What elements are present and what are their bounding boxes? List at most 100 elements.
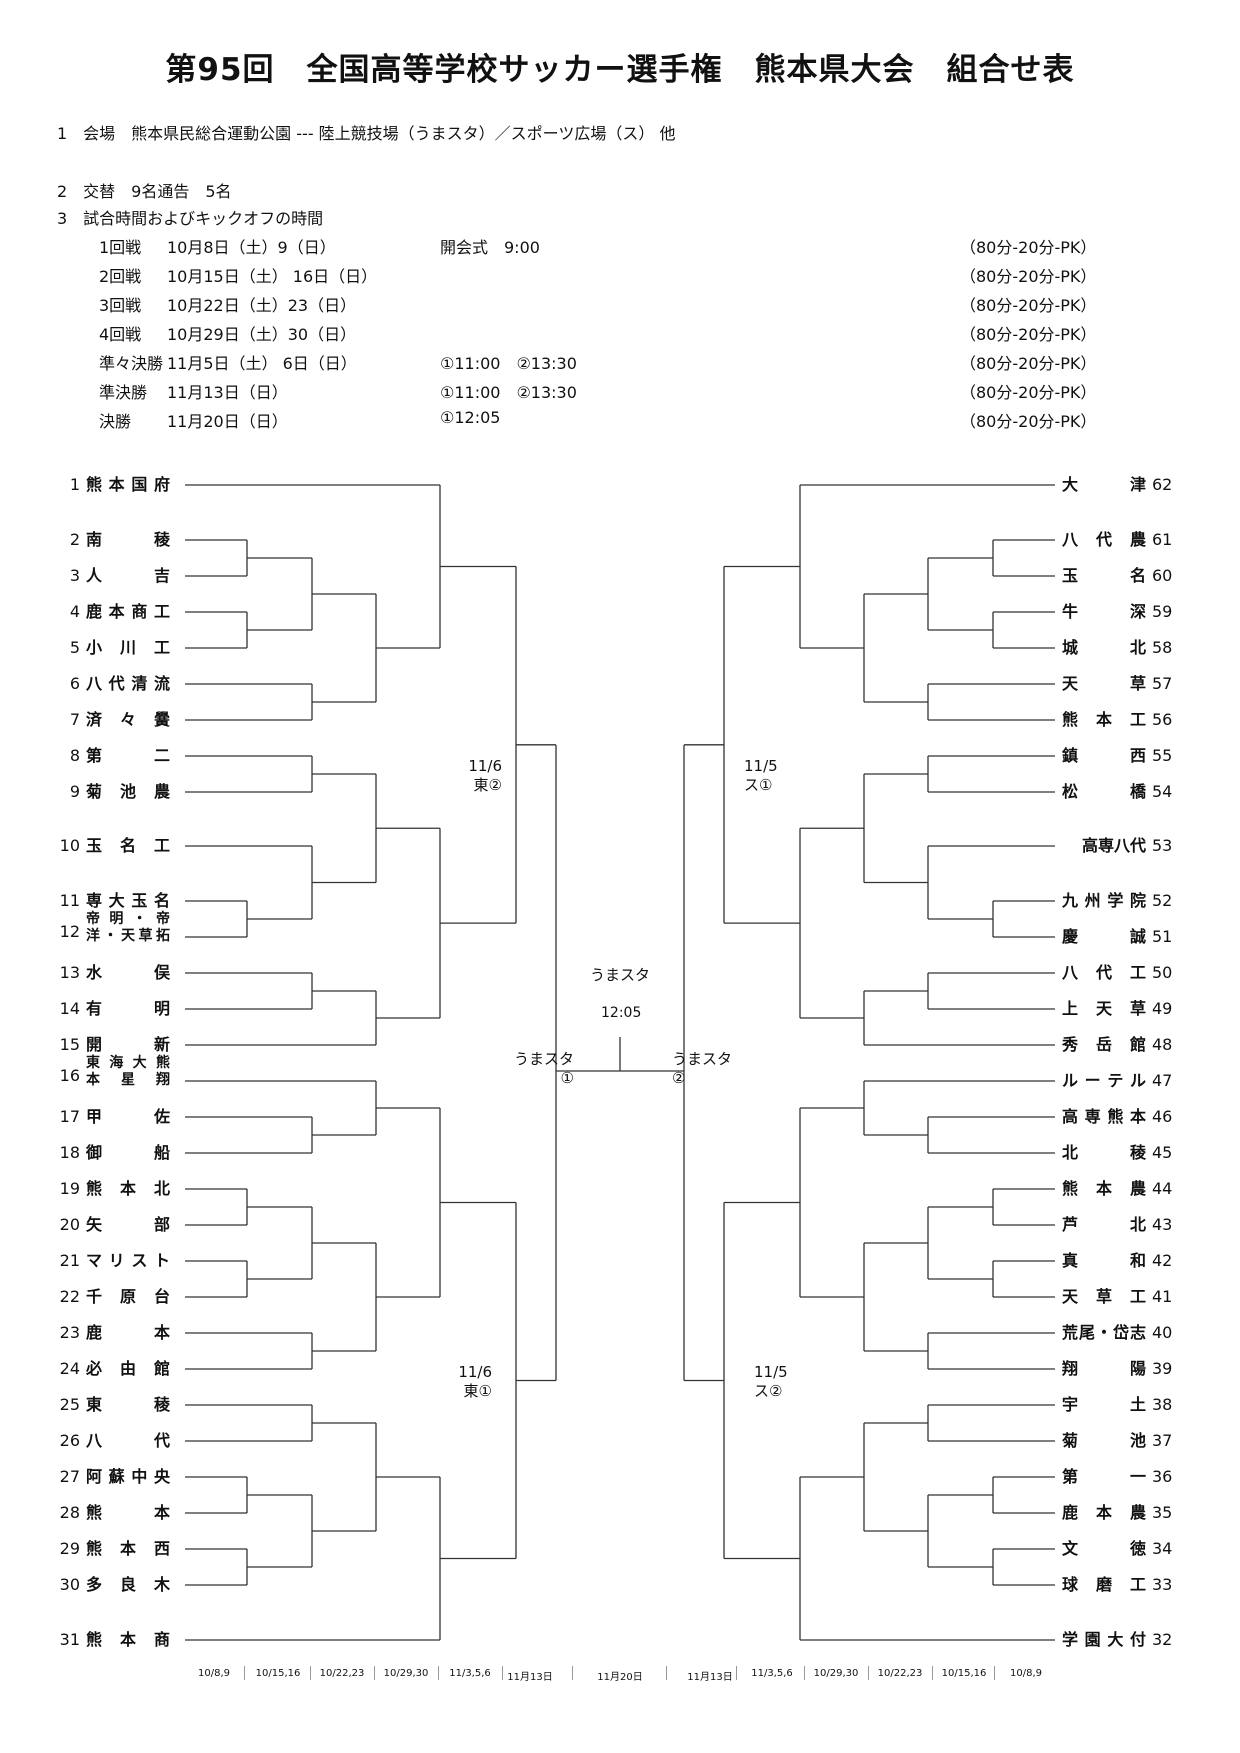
team-name: 済 々 黌 xyxy=(86,710,170,729)
round-date: 11月13日 xyxy=(507,1672,553,1683)
schedule-kickoff: 開会式 9:00 xyxy=(440,238,540,257)
team-name: 熊 本 工 xyxy=(1062,710,1146,729)
schedule-date: 11月5日（土） 6日（日） xyxy=(167,354,357,373)
team-number: 16 xyxy=(59,1066,80,1085)
team-name: 南 稜 xyxy=(86,530,170,549)
match-times-heading: 3 試合時間およびキックオフの時間 xyxy=(57,209,324,228)
round-date: 10/29,30 xyxy=(813,1668,859,1679)
sf-right-label: うまスタ ② xyxy=(672,1050,732,1088)
schedule-format: （80分‐20分‐PK） xyxy=(960,354,1097,373)
round-date: 11/3,5,6 xyxy=(449,1668,491,1679)
team-name: マリスト xyxy=(86,1251,170,1270)
team-name: 東 海 大 熊本 星 翔 xyxy=(86,1055,170,1089)
team-number: 59 xyxy=(1152,602,1173,621)
venue-info: 1 会場 熊本県民総合運動公園 --- 陸上競技場（うまスタ）／スポーツ広場（ス… xyxy=(57,124,676,143)
team-name: 真 和 xyxy=(1062,1251,1146,1270)
sf-left-label: うまスタ ① xyxy=(490,1050,574,1088)
team-number: 48 xyxy=(1152,1035,1173,1054)
qf-left-bottom-label: 11/6 東① xyxy=(452,1363,492,1401)
team-name: 八 代 xyxy=(86,1431,170,1450)
match-venue: 東① xyxy=(463,1382,492,1400)
final-venue-label: うまスタ xyxy=(590,966,651,984)
team-name: 天 草 工 xyxy=(1062,1287,1146,1306)
team-name: 菊 池 農 xyxy=(86,782,170,801)
team-number: 21 xyxy=(59,1251,80,1270)
team-entry-left: 3 人 吉 xyxy=(54,566,170,586)
schedule-format: （80分‐20分‐PK） xyxy=(960,296,1097,315)
team-number: 15 xyxy=(59,1035,80,1054)
team-number: 30 xyxy=(59,1575,80,1594)
round-date: 10/22,23 xyxy=(877,1668,923,1679)
team-number: 32 xyxy=(1152,1630,1173,1649)
team-number: 52 xyxy=(1152,891,1173,910)
schedule-round: 準決勝 xyxy=(99,383,148,402)
team-name: 水 俣 xyxy=(86,963,170,982)
round-date: 11/3,5,6 xyxy=(751,1668,793,1679)
team-number: 40 xyxy=(1152,1323,1173,1342)
team-number: 3 xyxy=(69,566,80,585)
team-name: 上 天 草 xyxy=(1062,999,1146,1018)
match-venue: うまスタ xyxy=(513,1050,574,1068)
team-number: 10 xyxy=(59,836,80,855)
team-name: 芦 北 xyxy=(1062,1215,1146,1234)
round-date: 10/15,16 xyxy=(255,1668,301,1679)
team-number: 1 xyxy=(69,475,80,494)
team-name: 人 吉 xyxy=(86,566,170,585)
schedule-round: 3回戦 xyxy=(99,296,142,315)
team-name: 球 磨 工 xyxy=(1062,1575,1146,1594)
team-name: 矢 部 xyxy=(86,1215,170,1234)
final-time-label: 12:05 xyxy=(601,1005,642,1021)
team-number: 44 xyxy=(1152,1179,1173,1198)
team-number: 24 xyxy=(59,1359,80,1378)
team-name: 多 良 木 xyxy=(86,1575,170,1594)
team-number: 57 xyxy=(1152,674,1173,693)
team-number: 23 xyxy=(59,1323,80,1342)
team-number: 43 xyxy=(1152,1215,1173,1234)
team-name: 熊 本 北 xyxy=(86,1179,170,1198)
footer-separator xyxy=(438,1666,439,1680)
team-name-line: 東 海 大 熊 xyxy=(86,1055,170,1071)
team-number: 58 xyxy=(1152,638,1173,657)
footer-separator xyxy=(804,1666,805,1680)
team-number: 53 xyxy=(1152,836,1173,855)
team-number: 34 xyxy=(1152,1539,1173,1558)
team-number: 2 xyxy=(69,530,80,549)
team-number: 47 xyxy=(1152,1071,1173,1090)
match-venue: ス② xyxy=(754,1382,783,1400)
team-name: 宇 土 xyxy=(1062,1395,1146,1414)
schedule-date: 10月15日（土） 16日（日） xyxy=(167,267,378,286)
team-number: 38 xyxy=(1152,1395,1173,1414)
match-slot: ① xyxy=(560,1069,574,1087)
team-name: 秀 岳 館 xyxy=(1062,1035,1146,1054)
schedule-format: （80分‐20分‐PK） xyxy=(960,325,1097,344)
team-name: 文 徳 xyxy=(1062,1539,1146,1558)
team-name: 小 川 工 xyxy=(86,638,170,657)
schedule-date: 10月29日（土）30（日） xyxy=(167,325,357,344)
team-name: 熊 本 商 xyxy=(86,1630,170,1649)
qf-right-bottom-label: 11/5 ス② xyxy=(754,1363,788,1401)
schedule-kickoff: ①11:00 ②13:30 xyxy=(440,354,577,373)
schedule-kickoff: ①12:05 xyxy=(440,408,501,427)
schedule-date: 11月13日（日） xyxy=(167,383,288,402)
footer-separator xyxy=(666,1666,667,1680)
